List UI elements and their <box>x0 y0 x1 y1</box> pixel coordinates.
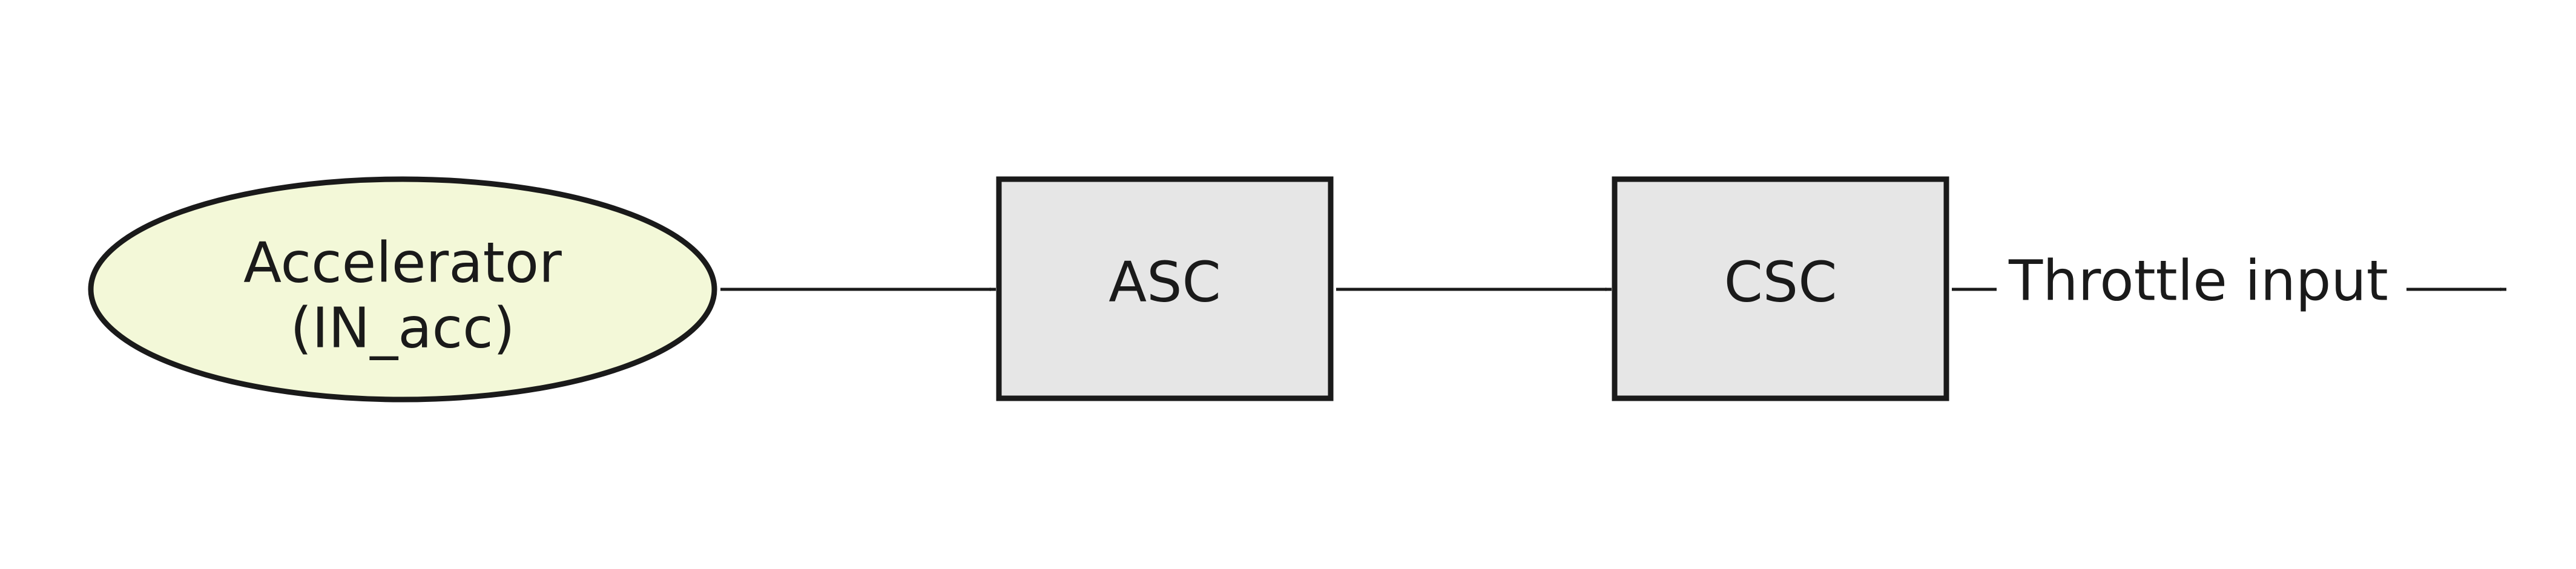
asc-node: ASC <box>996 176 1334 401</box>
throttle-input-label: Throttle input <box>2008 248 2388 313</box>
accelerator-signal-label: (IN_acc) <box>290 295 515 360</box>
accelerator-ellipse <box>88 176 717 403</box>
throttle-output-edge: Throttle input <box>1952 248 2506 313</box>
csc-node: CSC <box>1612 176 1949 401</box>
csc-label: CSC <box>1724 249 1837 314</box>
asc-box <box>996 176 1334 401</box>
accelerator-node: Accelerator (IN_acc) <box>88 176 717 403</box>
csc-box <box>1612 176 1949 401</box>
asc-label: ASC <box>1108 249 1221 314</box>
accelerator-label: Accelerator <box>243 230 562 295</box>
